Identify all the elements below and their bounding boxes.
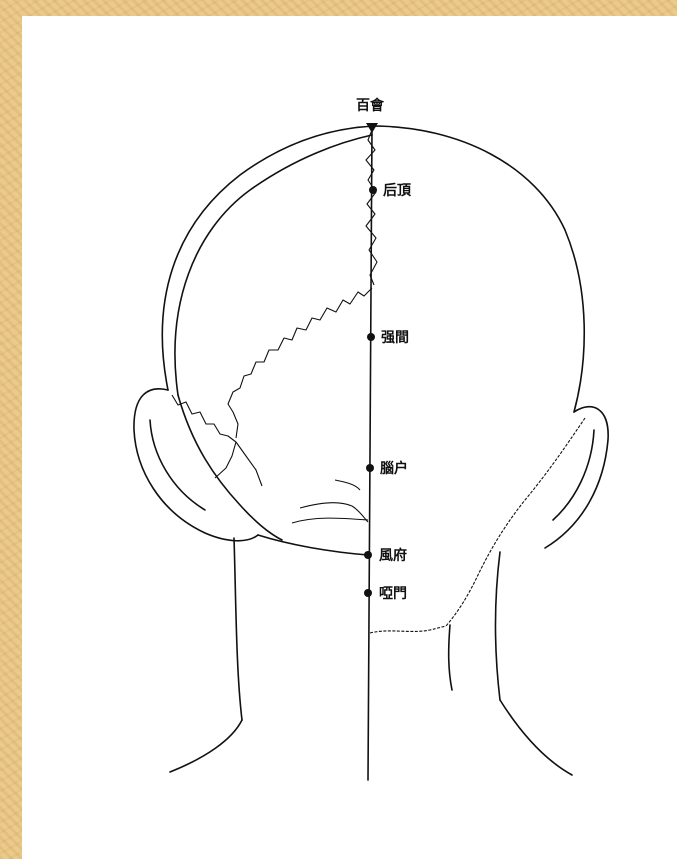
baihui-marker xyxy=(366,123,378,133)
baihui-label: 百會 xyxy=(356,97,385,114)
left-ear xyxy=(134,389,258,541)
neck-muscle-line xyxy=(449,625,452,690)
qiangjian-marker xyxy=(367,333,375,341)
naohu-marker xyxy=(366,464,374,472)
occipital-ridge-2 xyxy=(292,518,368,523)
neck-left xyxy=(234,538,242,720)
fengfu-marker xyxy=(364,551,372,559)
yamen-marker xyxy=(364,589,372,597)
yamen-label: 啞門 xyxy=(379,586,407,602)
midline xyxy=(368,126,372,780)
qiangjian-label: 强間 xyxy=(381,330,409,346)
naohu-label: 腦户 xyxy=(380,460,408,477)
right-ear xyxy=(545,407,608,548)
lower-head-left xyxy=(258,535,368,555)
neck-left-curve xyxy=(170,720,242,772)
houding-marker xyxy=(369,186,377,194)
inner-skull-edge-lower xyxy=(178,395,282,540)
hairline-bottom xyxy=(370,626,446,633)
neck-right-curve xyxy=(500,700,572,775)
houding-label: 后頂 xyxy=(383,182,412,199)
occipital-branch xyxy=(215,442,236,478)
hairline-right xyxy=(446,418,585,626)
occipital-ridge-3 xyxy=(335,480,360,490)
inner-skull-edge xyxy=(175,135,372,395)
neck-right xyxy=(496,552,501,700)
fengfu-label: 風府 xyxy=(379,547,407,564)
lambdoid-suture xyxy=(228,288,372,438)
mastoid-branch xyxy=(236,442,262,486)
right-ear-inner xyxy=(553,430,594,520)
temporal-suture xyxy=(172,395,236,442)
